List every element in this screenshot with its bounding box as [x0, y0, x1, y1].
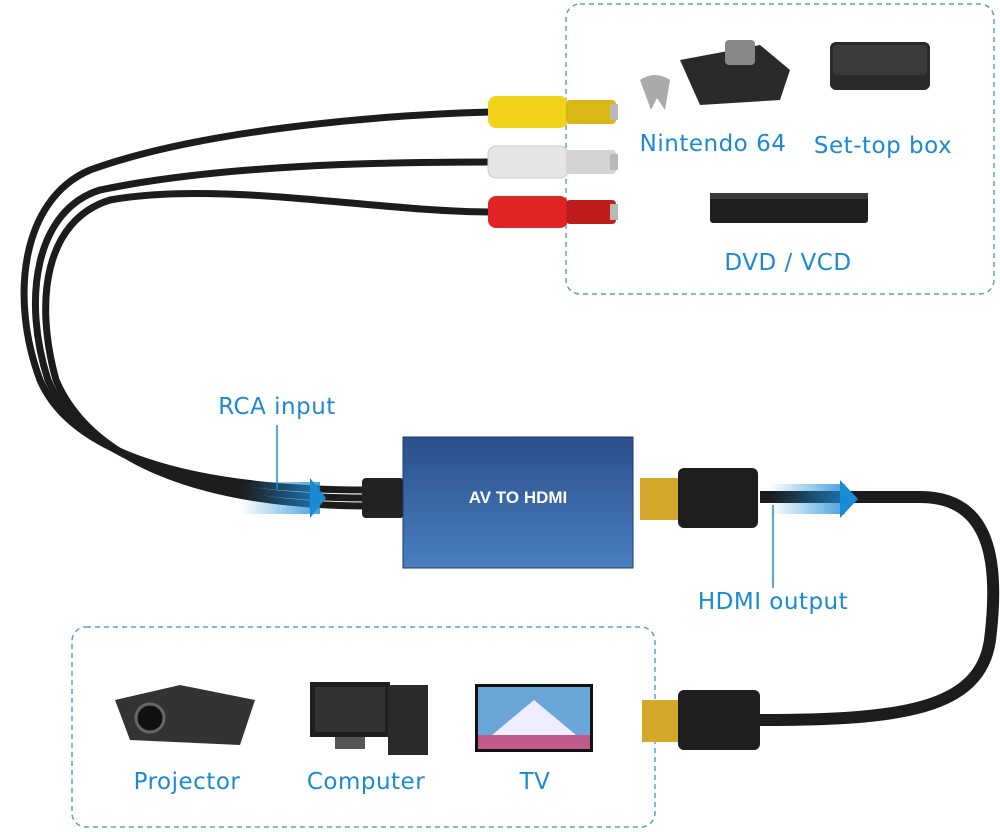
converter-box: [402, 436, 634, 569]
device-label-projector: Projector: [133, 769, 241, 795]
device-label-computer: Computer: [306, 769, 426, 795]
rca-plug-red: [488, 196, 618, 228]
device-label-dvd-vcd: DVD / VCD: [724, 250, 852, 276]
rca-input-arrow-head: [310, 478, 326, 518]
output-devices-group: [71, 626, 656, 828]
device-label-set-top-box: Set-top box: [813, 133, 953, 159]
hdmi-cable: [759, 491, 1000, 726]
game-console-icon: [640, 40, 790, 110]
rca-input-label: RCA input: [218, 394, 336, 420]
rca-input-arrow: [240, 482, 320, 514]
rca-cable: [20, 108, 494, 510]
rca-strain-relief: [362, 478, 404, 518]
device-label-tv: TV: [519, 769, 551, 795]
converter-label: AV TO HDMI: [468, 488, 568, 507]
computer-icon: [310, 682, 428, 755]
tv-icon: [475, 684, 593, 752]
hdmi-plug-top: [640, 468, 758, 528]
hdmi-output-label: HDMI output: [697, 589, 849, 615]
hdmi-output-arrow-head: [840, 480, 858, 518]
rca-plug-white: [487, 145, 618, 179]
projector-icon: [115, 685, 255, 745]
input-devices-group: [565, 3, 995, 295]
hdmi-output-arrow: [770, 484, 845, 514]
rca-plug-yellow: [488, 96, 618, 128]
set-top-box-icon: [830, 42, 930, 90]
hdmi-plug-bottom: [642, 690, 760, 750]
dvd-player-icon: [710, 193, 868, 223]
device-label-nintendo-64: Nintendo 64: [639, 131, 787, 157]
